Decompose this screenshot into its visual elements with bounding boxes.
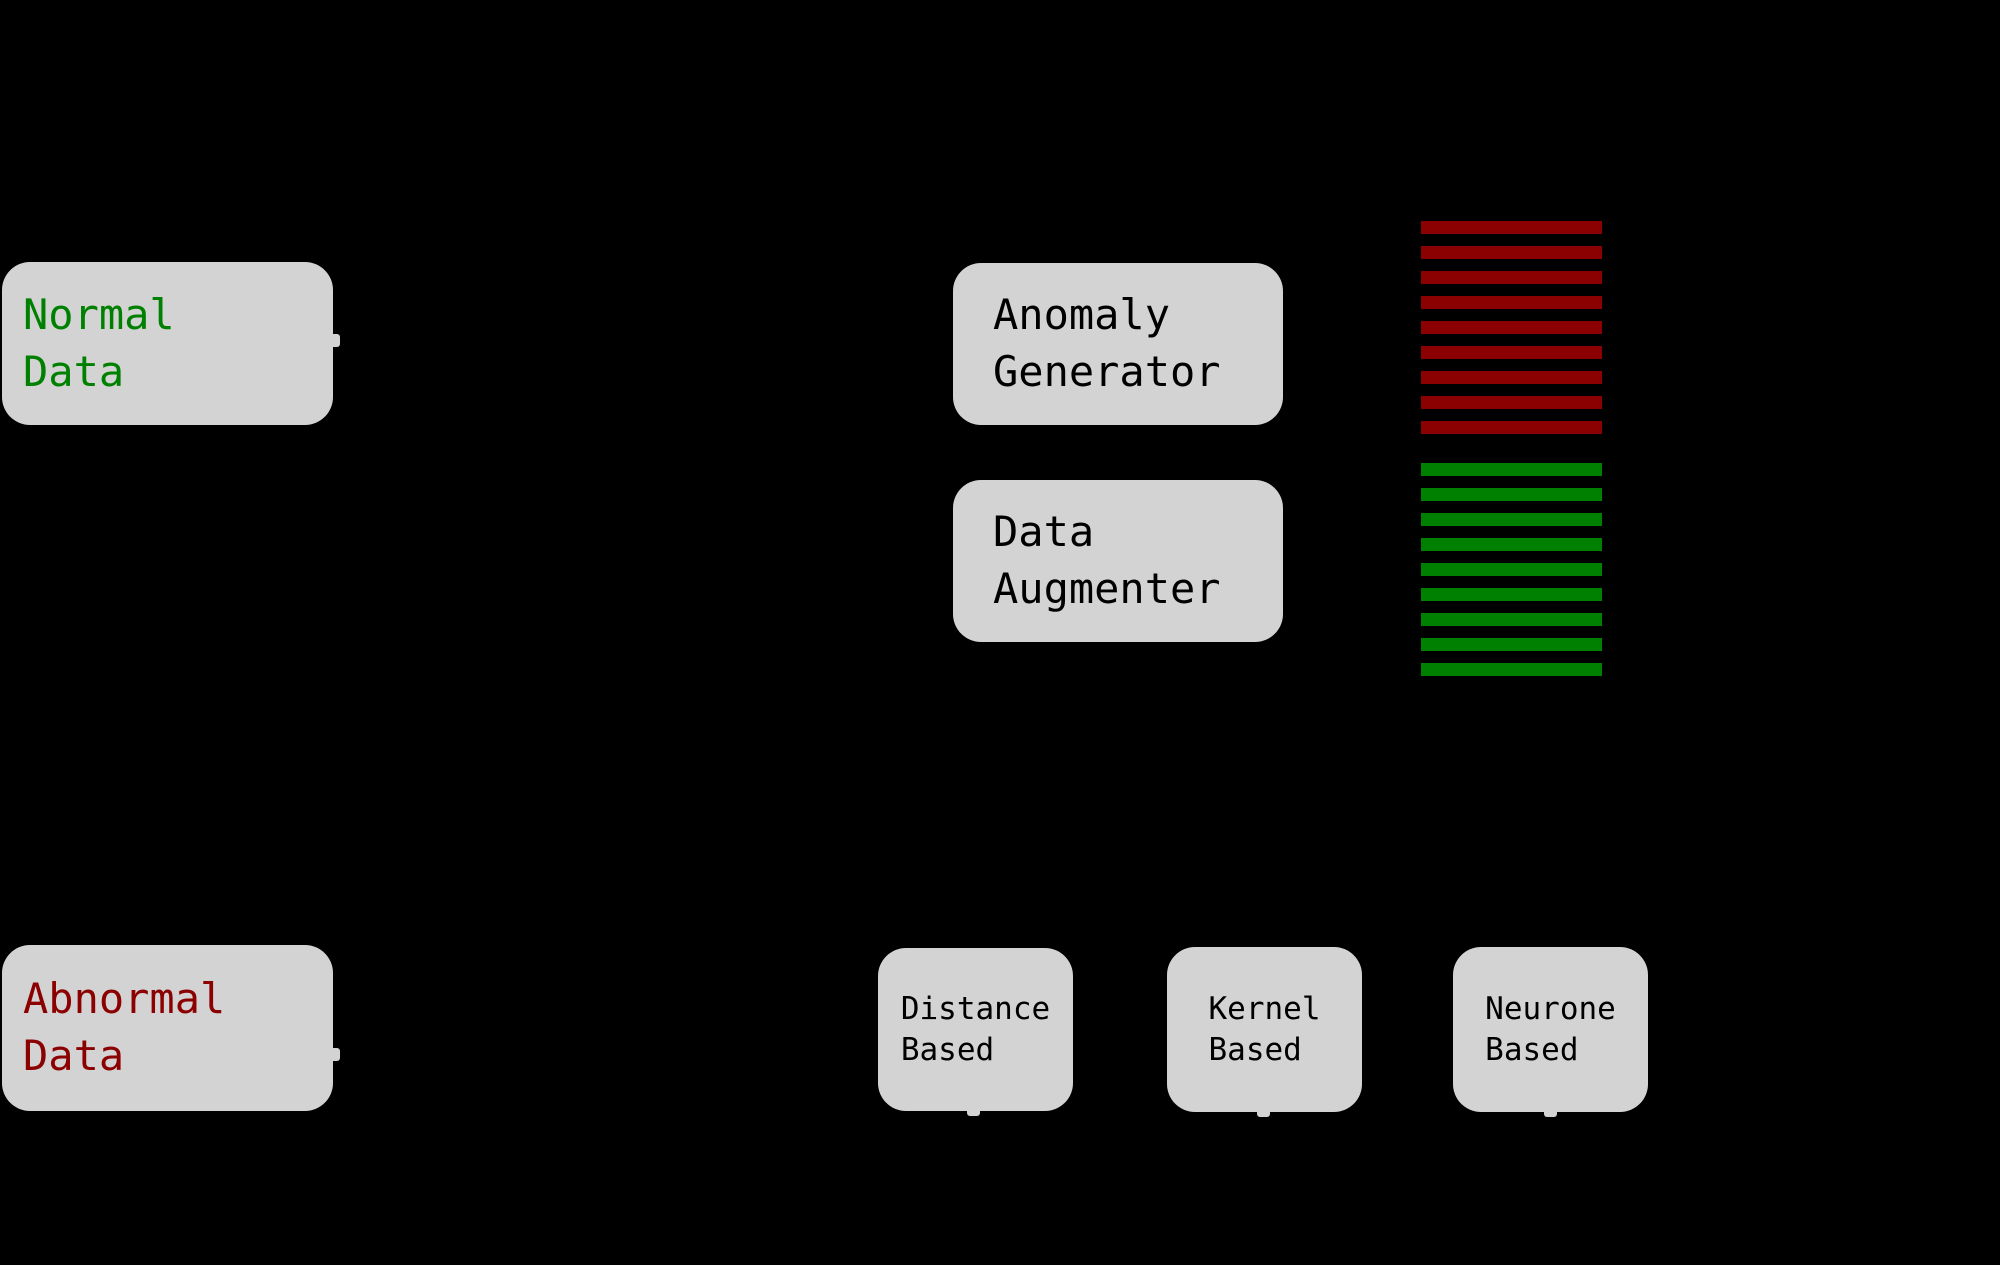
normal-data-stripes-bar	[1421, 588, 1602, 601]
label-line: Distance	[900, 991, 1051, 1028]
label-line: Anomaly	[993, 290, 1171, 340]
abnormal-data-box: Abnormal Data	[2, 945, 333, 1111]
data-augmenter-box: Data Augmenter	[953, 480, 1283, 642]
label-line: Data	[23, 346, 125, 396]
kernel-based-box: Kernel Based	[1167, 947, 1362, 1112]
abnormal-data-stripes	[1421, 221, 1602, 434]
normal-data-stripes-bar	[1421, 538, 1602, 551]
connector-stub	[1257, 1112, 1270, 1117]
abnormal-data-stripes-bar	[1421, 246, 1602, 259]
normal-data-stripes-bar	[1421, 488, 1602, 501]
kernel-based-label: Kernel Based	[1209, 989, 1321, 1070]
normal-data-stripes	[1421, 463, 1602, 676]
label-line: Based	[900, 1031, 995, 1068]
abnormal-data-stripes-bar	[1421, 396, 1602, 409]
label-line: Based	[1485, 1031, 1579, 1068]
abnormal-data-stripes-bar	[1421, 421, 1602, 434]
normal-data-box: Normal Data	[2, 262, 333, 425]
connector-stub	[967, 1111, 980, 1116]
label-line: Normal	[23, 289, 175, 339]
abnormal-data-stripes-bar	[1421, 221, 1602, 234]
anomaly-generator-label: Anomaly Generator	[953, 287, 1221, 400]
abnormal-data-label: Abnormal Data	[2, 971, 225, 1084]
normal-data-stripes-bar	[1421, 613, 1602, 626]
distance-based-label: Distance Based	[901, 989, 1050, 1070]
normal-data-stripes-bar	[1421, 513, 1602, 526]
normal-data-stripes-bar	[1421, 563, 1602, 576]
neurone-based-label: Neurone Based	[1485, 989, 1616, 1070]
connector-stub	[333, 1048, 340, 1061]
label-line: Augmenter	[993, 564, 1221, 613]
label-line: Data	[23, 1031, 125, 1080]
normal-data-label: Normal Data	[2, 287, 175, 400]
label-line: Neurone	[1485, 991, 1616, 1028]
label-line: Generator	[993, 347, 1221, 396]
label-line: Based	[1208, 1031, 1302, 1068]
abnormal-data-stripes-bar	[1421, 371, 1602, 384]
distance-based-box: Distance Based	[878, 948, 1073, 1111]
abnormal-data-stripes-bar	[1421, 296, 1602, 309]
anomaly-generator-box: Anomaly Generator	[953, 263, 1283, 425]
label-line: Abnormal	[23, 974, 226, 1024]
abnormal-data-stripes-bar	[1421, 346, 1602, 359]
connector-stub	[333, 334, 340, 347]
label-line: Kernel	[1208, 991, 1321, 1028]
data-augmenter-label: Data Augmenter	[953, 504, 1221, 617]
normal-data-stripes-bar	[1421, 463, 1602, 476]
abnormal-data-stripes-bar	[1421, 321, 1602, 334]
normal-data-stripes-bar	[1421, 663, 1602, 676]
label-line: Data	[993, 507, 1095, 557]
connector-stub	[1544, 1112, 1557, 1117]
neurone-based-box: Neurone Based	[1453, 947, 1648, 1112]
abnormal-data-stripes-bar	[1421, 271, 1602, 284]
normal-data-stripes-bar	[1421, 638, 1602, 651]
